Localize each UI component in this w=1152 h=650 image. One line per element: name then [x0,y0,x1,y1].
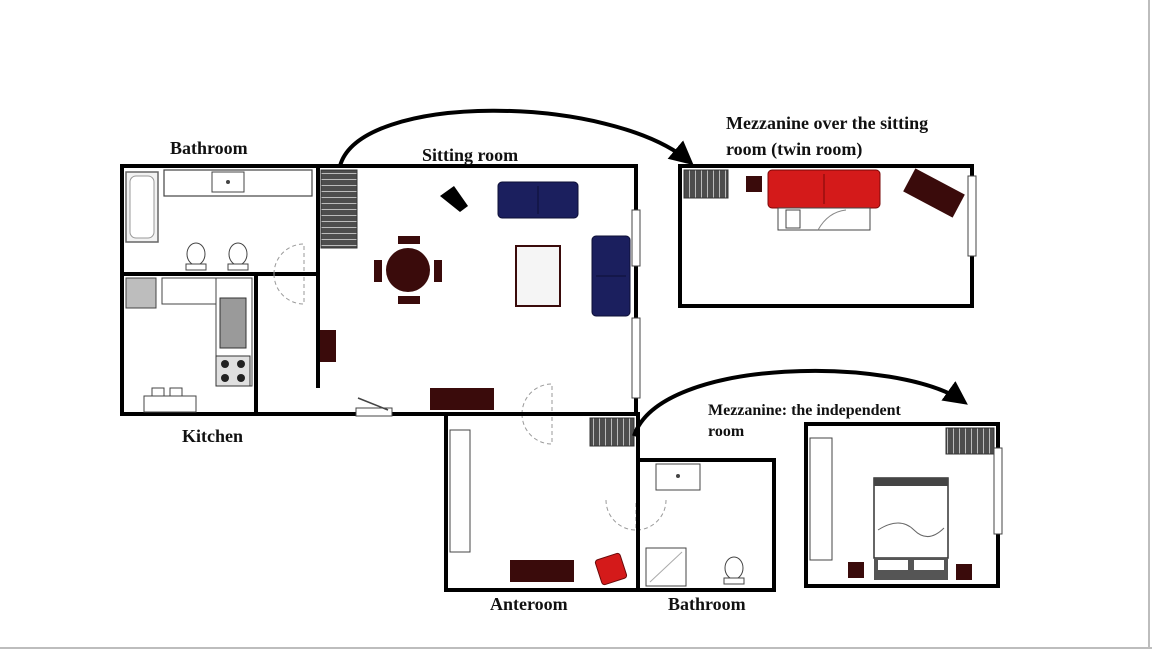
door-swing [605,499,637,531]
sink-drain [226,180,230,184]
door-swing [521,413,553,445]
double-bed [873,477,949,559]
stove-burner [237,360,245,368]
arrow-to-independent-room [632,368,968,437]
label-kitchen: Kitchen [182,426,243,446]
stairs-to-independent-room [589,417,635,447]
bathroom-sink-bottom [655,463,701,491]
independent-room-stairs [945,427,995,455]
piano-icon [440,186,468,212]
door-swing [521,383,553,415]
toilet-tank [723,577,745,585]
toilet-tank [185,263,207,271]
main-flat [120,164,776,592]
desk [903,168,965,218]
pillow [878,560,908,570]
bidet-tank [227,263,249,271]
sofa-bed-extension [777,207,871,231]
nightstand [746,176,762,192]
dining-chair [398,236,420,244]
shower-diagonal [649,551,683,583]
label-bathroom-bottom: Bathroom [668,594,746,614]
anteroom-bench [510,560,574,582]
label-mezzanine-independent-line1: Mezzanine: the independent [708,402,902,419]
red-armchair [594,552,628,586]
mezzanine-twin-room [678,164,977,308]
window [631,209,641,267]
wardrobe [809,437,833,561]
bidet-icon [228,242,248,266]
kitchen-table [143,395,197,413]
kitchen-sink [219,297,247,349]
mezzanine-stairs [683,169,729,199]
bathroom-door-swing-2 [273,273,305,305]
small-cabinet [320,330,336,362]
door-swing [635,499,667,531]
kitchen-chair [169,387,183,397]
toilet-icon [186,242,206,266]
wardrobe [449,429,471,553]
bathtub-basin [129,175,155,239]
nightstand [848,562,864,578]
sideboard [430,388,494,410]
entry-door-leaf [357,397,389,411]
kitchen-chair [151,387,165,397]
label-mezzanine-independent-line2: room [708,423,745,440]
label-sitting-room: Sitting room [422,145,518,165]
stove-burner [237,374,245,382]
bed-cover-fold [877,522,945,537]
sink-drain [676,474,680,478]
arrow-to-twin-mezzanine [338,108,694,167]
label-anteroom: Anteroom [490,594,568,614]
entry-door [355,407,393,417]
dining-table [386,248,430,292]
mezzanine-independent-room [804,422,1003,588]
window [993,447,1003,535]
bathroom-bottom-walls [636,458,776,592]
bedsheet-fold [817,209,847,231]
label-mezzanine-twin-line1: Mezzanine over the sitting [726,113,928,133]
bed-headboard [874,478,948,486]
pillow [785,209,801,229]
pillow [914,560,944,570]
label-bathroom-top: Bathroom [170,138,248,158]
stove-burner [221,360,229,368]
dining-chair [434,260,442,282]
kitchen-fridge [125,277,157,309]
kitchen-counter [161,277,217,305]
stove-burner [221,374,229,382]
dining-chair [374,260,382,282]
nightstand [956,564,972,580]
label-mezzanine-twin-line2: room (twin room) [726,139,862,160]
bathroom-door-swing [273,243,305,275]
window [631,317,641,399]
stairs-to-twin-mezzanine [320,169,358,249]
dining-chair [398,296,420,304]
toilet-icon [724,556,744,580]
coffee-table [515,245,561,307]
stove [215,355,251,387]
window [967,175,977,257]
